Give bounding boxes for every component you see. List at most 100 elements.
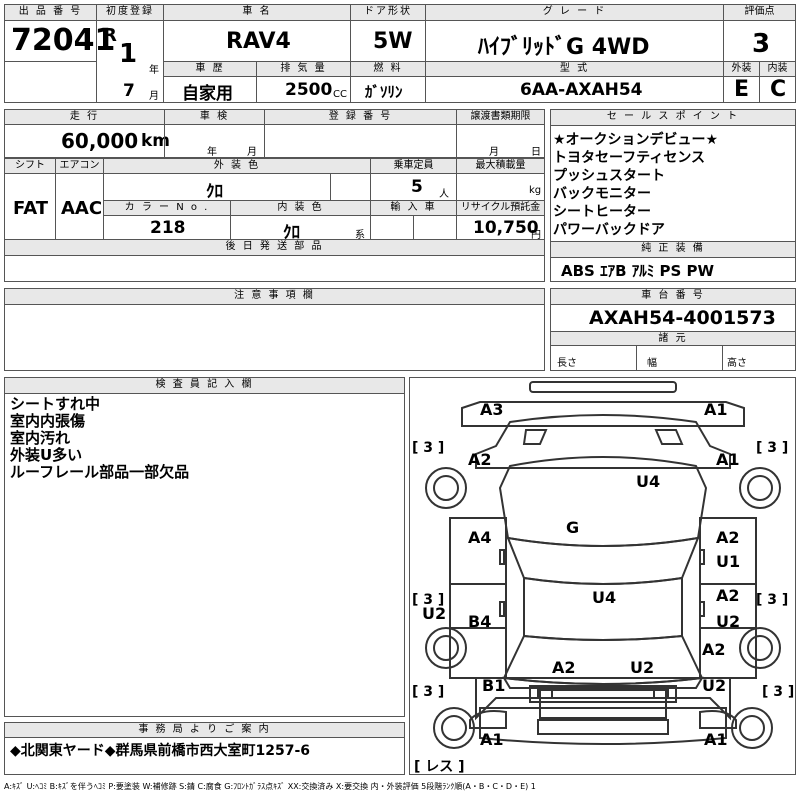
mileage-cell: 60,000 km: [4, 124, 170, 158]
mark-rear-bumper-right: A1: [704, 730, 728, 749]
score-label: 評価点: [723, 4, 796, 21]
disp-label: 排 気 量: [256, 61, 351, 77]
taillight-left: [537, 689, 553, 699]
ac-cell: AAC: [55, 173, 104, 240]
windshield: [506, 536, 700, 585]
inspection-cell: 年 月: [164, 124, 265, 158]
wheel-front-right: [739, 467, 781, 509]
dims-label: 諸 元: [550, 331, 796, 346]
fuel-label: 燃 料: [350, 61, 426, 77]
lot-number: 72041: [11, 23, 116, 58]
recycle-label: リサイクル預託金: [456, 200, 545, 216]
door-handle: [699, 601, 705, 617]
intcolor-unit: 系: [355, 230, 365, 241]
equipment-label: 純 正 装 備: [550, 241, 796, 258]
note-item: シートすれ中: [10, 395, 101, 413]
reg-month: 7: [123, 81, 135, 101]
office-address: ◆北関東ヤード◆群馬県前橋市西大室町1257-6: [10, 743, 311, 759]
mark-rear-right: U2: [630, 658, 655, 677]
history-label: 車 歴: [163, 61, 257, 77]
door-handle: [499, 549, 505, 565]
score: 3: [752, 29, 771, 59]
tire-tread-rear-right: [ 3 ]: [756, 592, 789, 608]
mileage: 60,000: [61, 129, 139, 153]
selling-item: パワーバックドア: [553, 222, 665, 238]
rear-door: [539, 689, 667, 719]
length-cell: 長さ: [550, 345, 637, 371]
recycle-cell: 10,750 円: [456, 215, 545, 241]
wheel-rear-left: [425, 627, 467, 669]
office-cell: ◆北関東ヤード◆群馬県前橋市西大室町1257-6: [4, 737, 405, 775]
rear-trunk: [529, 685, 677, 703]
inspection-label: 車 検: [164, 109, 265, 125]
rear-lower: [479, 707, 727, 745]
width-cell: 幅: [636, 345, 723, 371]
equipment: ABS ｴｱB ｱﾙﾐ PS PW: [561, 262, 715, 280]
score-cell: 3: [723, 20, 796, 62]
shift-cell: FAT: [4, 173, 56, 240]
selling-item: ★オークションデビュー★: [553, 132, 719, 148]
inspector-label: 検 査 員 記 入 欄: [4, 377, 405, 394]
shift: FAT: [13, 198, 49, 219]
grade-cell: ﾊｲﾌﾞﾘｯﾄﾞG 4WD: [425, 20, 724, 62]
front-panel: [461, 401, 745, 427]
legend: A:ｷｽﾞ U:ﾍｺﾐ B:ｷｽﾞを伴うﾍｺﾐ P:要塗装 W:補修跡 S:錆 …: [4, 782, 536, 791]
intcolor-cell: ｸﾛ 系: [230, 215, 371, 243]
door-handle: [499, 601, 505, 617]
recycle: 10,750: [473, 218, 539, 238]
load-unit: kg: [529, 185, 542, 196]
note-item: 外装U多い: [10, 446, 83, 464]
int-cell: C: [759, 76, 796, 103]
selling-label: セ ー ル ス ポ イ ン ト: [550, 109, 796, 126]
damage-diagram: A3 A1 A2 A1 U4 G A4 A2 U1 U4 A2 B4 U2 U2…: [409, 377, 796, 775]
fuel-cell: ｶﾞｿﾘﾝ: [350, 76, 426, 103]
spare-tire: [ レス ]: [414, 759, 465, 775]
right-side: [699, 517, 757, 679]
mark-left-step: U2: [422, 604, 447, 623]
mark-fender-right: A1: [716, 450, 740, 469]
mark-hood: U4: [636, 472, 661, 491]
history: 自家用: [182, 84, 233, 104]
import-label: 輸 入 車: [370, 200, 457, 216]
lot-label: 出 品 番 号: [4, 4, 97, 21]
regno-cell: [264, 124, 457, 158]
load-label: 最大積載量: [456, 158, 545, 174]
tire-tread-front-left: [ 3 ]: [412, 440, 445, 456]
tire-tread-rear-left: [ 3 ]: [412, 592, 445, 608]
year-unit: 年: [149, 65, 159, 76]
door-label: ドア形状: [350, 4, 426, 21]
mileage-unit: km: [141, 131, 171, 151]
era: R: [103, 25, 117, 46]
history-cell: 自家用: [163, 76, 257, 104]
selling-item: プッシュスタート: [553, 168, 665, 184]
mark-front-right: A1: [704, 400, 728, 419]
grade-label: グ レ ー ド: [425, 4, 724, 21]
seats-cell: 5 人: [370, 173, 457, 201]
mark-rear-bumper-left: A1: [480, 730, 504, 749]
model: 6AA-AXAH54: [520, 80, 643, 100]
door-handle: [699, 549, 705, 565]
insp-month: 月: [247, 147, 257, 158]
int-grade: C: [770, 77, 787, 102]
note-item: ルーフレール部品一部欠品: [10, 463, 190, 481]
tire-tread-front-right: [ 3 ]: [756, 440, 789, 456]
wheel-front-left: [425, 467, 467, 509]
office-label: 事 務 局 よ り ご 案 内: [4, 722, 405, 738]
note-item: 室内汚れ: [10, 429, 71, 447]
wheel-rear-right: [739, 627, 781, 669]
import-cell: [370, 215, 457, 240]
chassis-label: 車 台 番 号: [550, 288, 796, 305]
recycle-unit: 円: [531, 230, 541, 241]
tire-tread-extra-right: [ 3 ]: [762, 684, 795, 700]
mark-glass: G: [566, 518, 580, 537]
mileage-label: 走 行: [4, 109, 165, 125]
ext-cell: E: [723, 76, 760, 103]
front-bumper: [529, 381, 677, 393]
hood: [498, 456, 708, 547]
ac-label: エアコン: [55, 158, 104, 174]
load-cell: kg: [456, 173, 545, 201]
seats-label: 乗車定員: [370, 158, 457, 174]
grade: ﾊｲﾌﾞﾘｯﾄﾞG 4WD: [478, 35, 650, 60]
rear-fender-left: [469, 710, 507, 729]
ext-label: 外装: [723, 61, 760, 77]
